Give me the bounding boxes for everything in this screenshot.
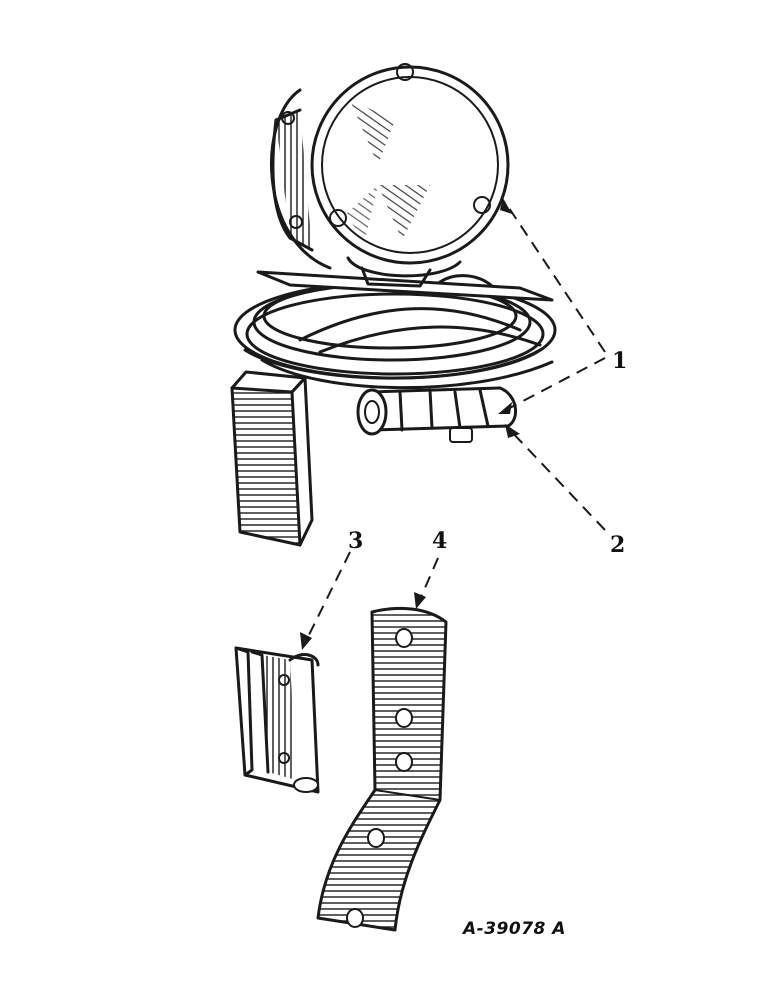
leader-3-to-clip [303, 551, 351, 646]
callout-2: 2 [610, 532, 625, 558]
leader-1-to-cord [501, 357, 606, 413]
lamp-bracket [230, 370, 314, 547]
angle-bracket [316, 606, 448, 932]
cord-clip [234, 646, 320, 794]
leader-2-to-plug [507, 427, 606, 531]
leader-lines [300, 198, 606, 650]
callout-3: 3 [348, 528, 363, 554]
figure-id: A-39078 A [461, 919, 566, 939]
cord-plug-connector [356, 386, 517, 443]
warning-lamp-assembly [230, 63, 557, 547]
callout-4: 4 [432, 528, 447, 554]
callout-1: 1 [612, 348, 627, 374]
leader-1-to-lamp-lens [504, 201, 606, 353]
lamp-lens [310, 63, 510, 265]
